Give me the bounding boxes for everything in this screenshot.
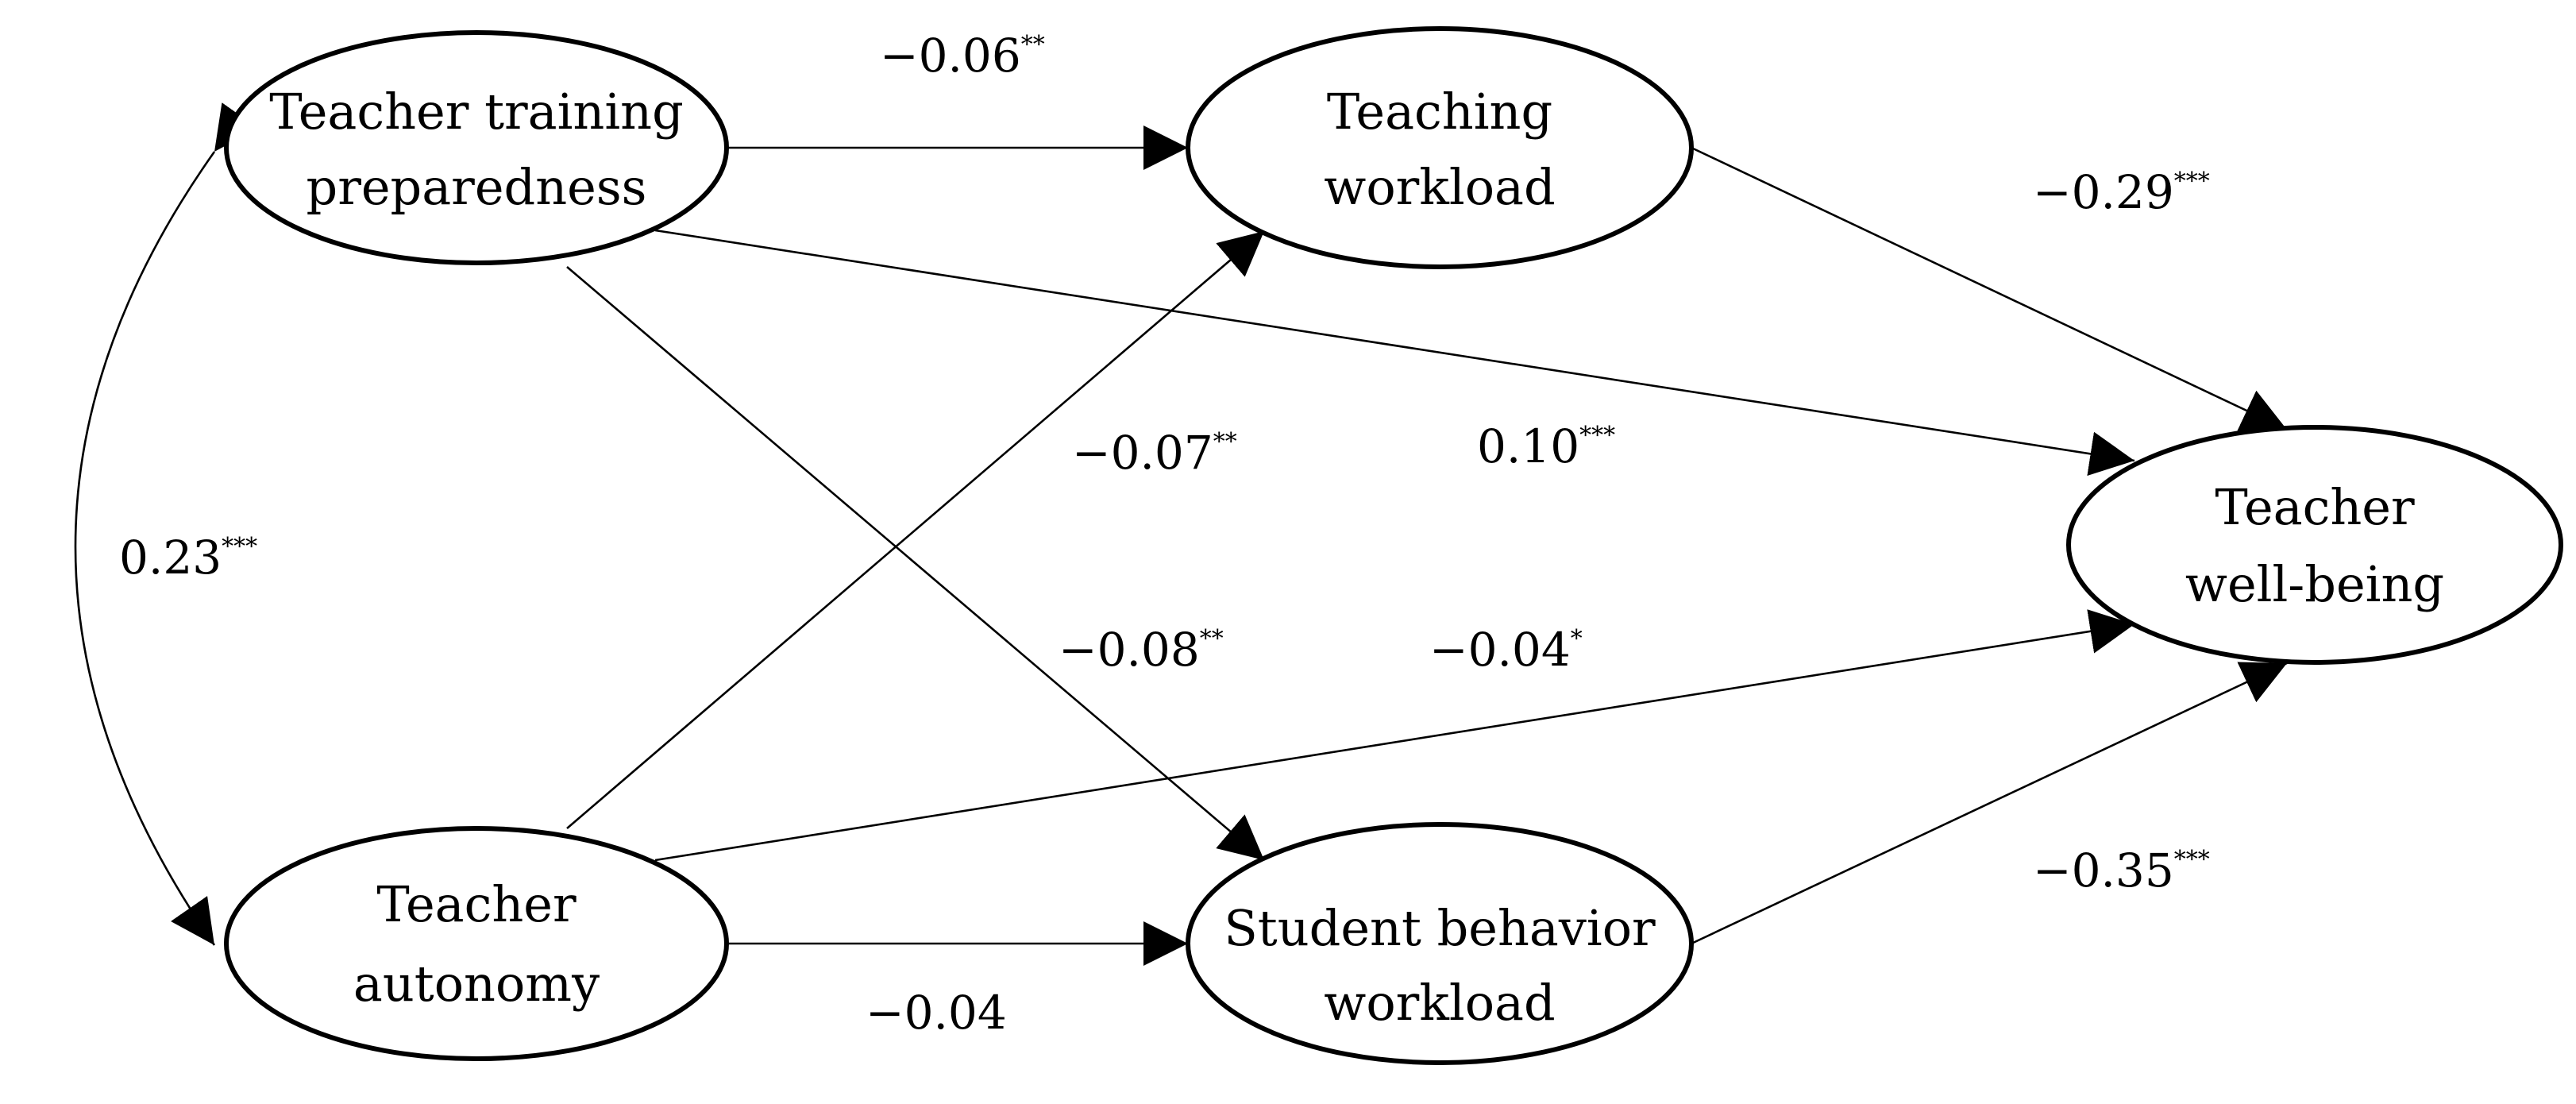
significance-stars: ** <box>1200 625 1224 653</box>
coef-label-ttp-tw: −0.06** <box>880 29 1045 83</box>
node-label: Teaching <box>1327 83 1552 141</box>
node-ellipse <box>224 30 729 265</box>
node-ellipse <box>224 826 729 1061</box>
coef-label-ta-sbw: −0.04 <box>866 986 1007 1040</box>
significance-stars: *** <box>2174 168 2210 195</box>
coef-label-ttp-ta: 0.23*** <box>119 531 257 585</box>
node-label: preparedness <box>307 158 647 216</box>
covariance-arrow-ttp-ta <box>74 102 259 946</box>
node-ellipse <box>1186 26 1694 269</box>
path-arrows <box>74 102 2288 966</box>
coef-label-ta-tw: −0.07** <box>1072 426 1237 480</box>
node-teacher-training-preparedness: Teacher training preparedness <box>224 30 729 265</box>
node-ellipse <box>2066 425 2563 665</box>
path-coefficients: −0.06** −0.29*** 0.10*** −0.07** −0.08**… <box>119 29 2210 1040</box>
node-ellipse <box>1186 822 1694 1065</box>
node-label: Teacher <box>2215 478 2415 536</box>
significance-stars: ** <box>1213 428 1237 456</box>
node-label: Teacher <box>376 875 577 933</box>
significance-stars: * <box>1571 625 1583 653</box>
node-teaching-workload: Teaching workload <box>1186 26 1694 269</box>
path-arrow-sbw-twb <box>1691 662 2288 945</box>
coef-label-ttp-sbw: −0.08** <box>1059 623 1224 677</box>
node-label: Teacher training <box>269 83 684 141</box>
path-arrow-ttp-sbw <box>566 266 1265 861</box>
node-label: workload <box>1324 158 1555 216</box>
significance-stars: *** <box>222 533 257 561</box>
path-arrow-ttp-twb <box>654 229 2135 477</box>
node-label: Student behavior <box>1224 899 1656 957</box>
significance-stars: *** <box>2174 846 2210 874</box>
node-label: well-being <box>2185 555 2444 613</box>
coef-label-ttp-twb: 0.10*** <box>1477 419 1615 473</box>
node-student-behavior-workload: Student behavior workload <box>1186 822 1694 1065</box>
node-label: autonomy <box>353 955 600 1013</box>
path-arrow-tw-twb <box>1691 146 2288 431</box>
significance-stars: ** <box>1021 31 1045 59</box>
node-label: workload <box>1324 974 1555 1032</box>
node-teacher-autonomy: Teacher autonomy <box>224 826 729 1061</box>
node-teacher-well-being: Teacher well-being <box>2066 425 2563 665</box>
coef-label-tw-twb: −0.29*** <box>2033 165 2210 219</box>
coef-label-sbw-twb: −0.35*** <box>2033 843 2210 897</box>
path-arrow-ta-twb <box>654 609 2135 862</box>
coef-label-ta-twb: −0.04* <box>1429 623 1583 677</box>
path-arrow-ta-tw <box>566 230 1265 829</box>
significance-stars: *** <box>1579 422 1615 450</box>
